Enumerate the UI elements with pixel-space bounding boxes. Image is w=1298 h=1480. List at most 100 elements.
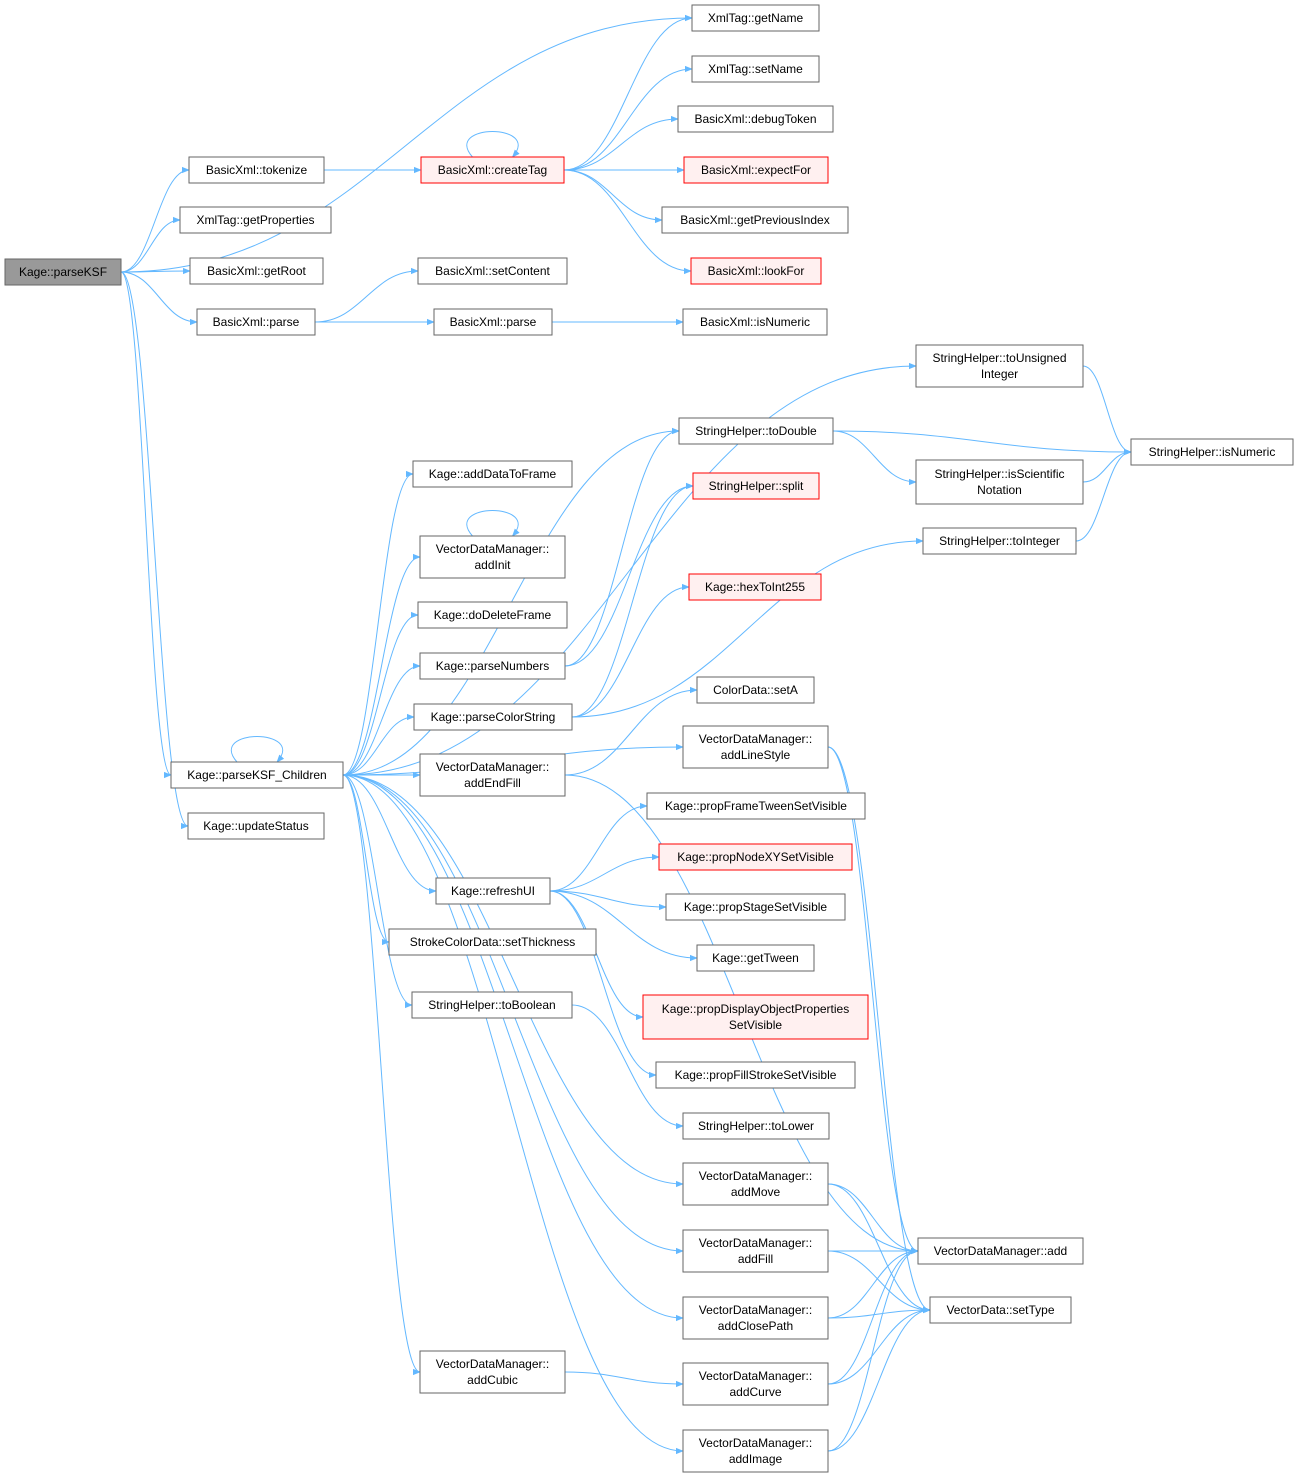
node-kage_hextoint255[interactable]: Kage::hexToInt255 (688, 573, 822, 601)
node-kage_parsecolorstring[interactable]: Kage::parseColorString (413, 703, 573, 731)
node-sh_tolower[interactable]: StringHelper::toLower (682, 1112, 830, 1140)
node-box-kage_propdisplayobjectpropertiessetvisible (642, 994, 869, 1040)
node-xmltag_getproperties[interactable]: XmlTag::getProperties (179, 206, 332, 234)
node-box-kage_propfillstrokesetvisible (655, 1061, 856, 1089)
edge-sh_todouble-to-sh_isscientificnotation (832, 430, 917, 486)
node-strokecolordata_setthickness[interactable]: StrokeColorData::setThickness (388, 928, 597, 956)
node-basicxml_parse_a[interactable]: BasicXml::parse (196, 308, 316, 336)
edge-vdm_addlinestyle-to-vdm_add (827, 746, 919, 1255)
node-vdm_addcubic[interactable]: VectorDataManager::addCubic (419, 1350, 566, 1394)
node-basicxml_getpreviousindex[interactable]: BasicXml::getPreviousIndex (661, 206, 849, 234)
node-label-sh_tounsignedinteger-line-1: Integer (981, 367, 1018, 381)
node-basicxml_createtag[interactable]: BasicXml::createTag (420, 156, 565, 184)
node-label-vdm_addinit-line-0: VectorDataManager:: (436, 542, 549, 556)
node-xmltag_getname[interactable]: XmlTag::getName (691, 4, 820, 32)
node-vdm_addfill[interactable]: VectorDataManager::addFill (682, 1229, 829, 1273)
node-label-sh_tolower: StringHelper::toLower (698, 1119, 814, 1133)
node-label-kage_parseksf: Kage::parseKSF (19, 265, 107, 279)
node-vdm_addendfill[interactable]: VectorDataManager::addEndFill (419, 753, 566, 797)
node-sh_toboolean[interactable]: StringHelper::toBoolean (411, 991, 573, 1019)
node-basicxml_expectfor[interactable]: BasicXml::expectFor (683, 156, 829, 184)
node-label-vdm_addfill-line-1: addFill (738, 1252, 773, 1266)
node-vdm_addimage[interactable]: VectorDataManager::addImage (682, 1429, 829, 1473)
node-basicxml_setcontent[interactable]: BasicXml::setContent (417, 257, 568, 285)
node-box-sh_split (692, 472, 820, 500)
edge-basicxml_createtag-to-basicxml_debugtoken (563, 115, 679, 171)
edge-vdm_addfill-to-vectordata_settype (827, 1250, 931, 1314)
node-box-kage_propnodexysetvisible (658, 843, 853, 871)
node-kage_parseksf_children[interactable]: Kage::parseKSF_Children (170, 761, 344, 789)
node-label-sh_split: StringHelper::split (709, 479, 804, 493)
node-vdm_add[interactable]: VectorDataManager::add (917, 1237, 1084, 1265)
node-box-basicxml_debugtoken (677, 105, 834, 133)
node-box-strokecolordata_setthickness (388, 928, 597, 956)
edge-sh_todouble-to-sh_isnumeric (832, 430, 1132, 456)
edge-kage_parseksf_children-to-kage_dodeleteframe (342, 611, 419, 776)
node-vectordata_settype[interactable]: VectorData::setType (929, 1296, 1072, 1324)
node-kage_propframetweensetvisible[interactable]: Kage::propFrameTweenSetVisible (646, 792, 866, 820)
node-kage_parsenumbers[interactable]: Kage::parseNumbers (419, 652, 566, 680)
node-vdm_addinit[interactable]: VectorDataManager::addInit (419, 535, 566, 579)
node-vdm_addclosepath[interactable]: VectorDataManager::addClosePath (682, 1296, 829, 1340)
node-basicxml_tokenize[interactable]: BasicXml::tokenize (188, 156, 325, 184)
node-kage_gettween[interactable]: Kage::getTween (696, 944, 815, 972)
node-label-basicxml_lookfor: BasicXml::lookFor (708, 264, 805, 278)
node-label-basicxml_isnumeric: BasicXml::isNumeric (700, 315, 810, 329)
edge-kage_parseksf-to-xmltag_getname (120, 14, 693, 273)
node-basicxml_parse_b[interactable]: BasicXml::parse (433, 308, 553, 336)
node-box-basicxml_getpreviousindex (661, 206, 849, 234)
node-box-basicxml_tokenize (188, 156, 325, 184)
node-label-sh_isscientificnotation-line-0: StringHelper::isScientific (934, 467, 1064, 481)
node-xmltag_setname[interactable]: XmlTag::setName (691, 55, 820, 83)
edge-kage_parseksf-to-kage_parseksf_children (120, 271, 172, 779)
node-kage_dodeleteframe[interactable]: Kage::doDeleteFrame (417, 601, 568, 629)
node-basicxml_lookfor[interactable]: BasicXml::lookFor (690, 257, 822, 285)
node-box-xmltag_getproperties (179, 206, 332, 234)
node-vdm_addlinestyle[interactable]: VectorDataManager::addLineStyle (682, 725, 829, 769)
edge-vdm_addcubic-to-vdm_addcurve (564, 1371, 684, 1388)
node-sh_isnumeric[interactable]: StringHelper::isNumeric (1130, 438, 1294, 466)
node-basicxml_debugtoken[interactable]: BasicXml::debugToken (677, 105, 834, 133)
node-kage_propdisplayobjectpropertiessetvisible[interactable]: Kage::propDisplayObjectPropertiesSetVisi… (642, 994, 869, 1040)
node-box-kage_parsecolorstring (413, 703, 573, 731)
node-label-basicxml_parse_a: BasicXml::parse (213, 315, 300, 329)
node-label-basicxml_debugtoken: BasicXml::debugToken (694, 112, 816, 126)
node-kage_parseksf[interactable]: Kage::parseKSF (4, 258, 122, 286)
node-sh_tointeger[interactable]: StringHelper::toInteger (922, 527, 1077, 555)
node-kage_propstagesetvisible[interactable]: Kage::propStageSetVisible (665, 893, 846, 921)
node-sh_split[interactable]: StringHelper::split (692, 472, 820, 500)
node-label-kage_gettween: Kage::getTween (712, 951, 799, 965)
node-basicxml_isnumeric[interactable]: BasicXml::isNumeric (682, 308, 828, 336)
node-label-kage_propfillstrokesetvisible: Kage::propFillStrokeSetVisible (675, 1068, 837, 1082)
node-vdm_addmove[interactable]: VectorDataManager::addMove (682, 1162, 829, 1206)
edge-basicxml_createtag-to-basicxml_getpreviousindex (563, 169, 663, 224)
node-label-kage_parsecolorstring: Kage::parseColorString (431, 710, 556, 724)
node-kage_propnodexysetvisible[interactable]: Kage::propNodeXYSetVisible (658, 843, 853, 871)
node-box-vdm_addimage (682, 1429, 829, 1473)
edge-basicxml_createtag-to-basicxml_createtag (466, 131, 520, 158)
node-colordata_seta[interactable]: ColorData::setA (696, 676, 815, 704)
node-kage_updatestatus[interactable]: Kage::updateStatus (187, 812, 325, 840)
node-vdm_addcurve[interactable]: VectorDataManager::addCurve (682, 1362, 829, 1406)
node-box-vdm_add (917, 1237, 1084, 1265)
edge-vdm_addendfill-to-colordata_seta (564, 686, 698, 776)
node-box-kage_propstagesetvisible (665, 893, 846, 921)
edge-kage_parseksf_children-to-vdm_addmove (342, 774, 684, 1188)
node-kage_adddatatoframe[interactable]: Kage::addDataToFrame (412, 460, 573, 488)
node-label-kage_propstagesetvisible: Kage::propStageSetVisible (684, 900, 828, 914)
edge-vdm_addmove-to-vdm_add (827, 1183, 919, 1255)
node-label-vectordata_settype: VectorData::setType (946, 1303, 1054, 1317)
node-label-xmltag_setname: XmlTag::setName (708, 62, 803, 76)
node-kage_propfillstrokesetvisible[interactable]: Kage::propFillStrokeSetVisible (655, 1061, 856, 1089)
node-box-basicxml_isnumeric (682, 308, 828, 336)
node-label-vdm_addendfill-line-0: VectorDataManager:: (436, 760, 549, 774)
node-basicxml_getroot[interactable]: BasicXml::getRoot (189, 257, 324, 285)
node-kage_refreshui[interactable]: Kage::refreshUI (435, 877, 551, 905)
node-sh_todouble[interactable]: StringHelper::toDouble (678, 417, 834, 445)
node-label-vdm_addimage-line-0: VectorDataManager:: (699, 1436, 812, 1450)
node-label-kage_propframetweensetvisible: Kage::propFrameTweenSetVisible (665, 799, 847, 813)
node-box-vdm_addmove (682, 1162, 829, 1206)
node-label-vdm_addmove-line-0: VectorDataManager:: (699, 1169, 812, 1183)
